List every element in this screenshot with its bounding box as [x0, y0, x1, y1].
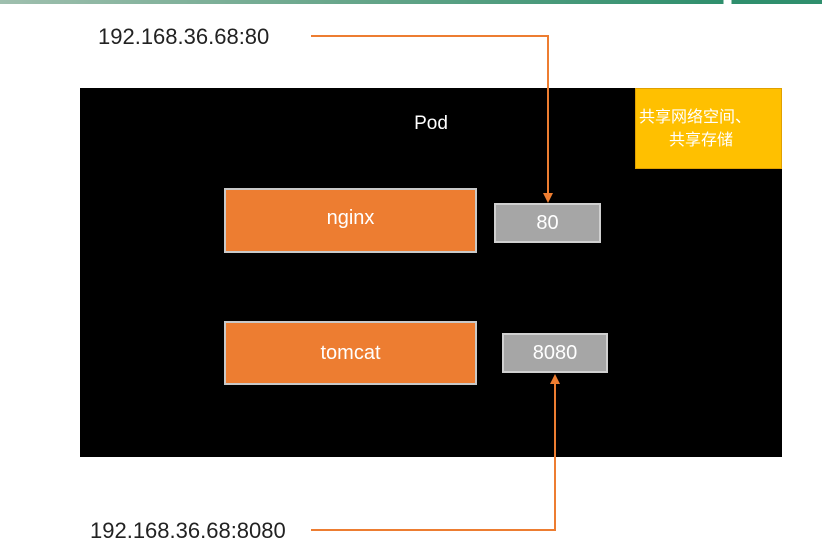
- arrow-bottom-to-port-8080: [311, 374, 560, 531]
- shared-line-1: 共享网络空间、: [639, 107, 752, 126]
- container-tomcat: tomcat: [224, 321, 477, 385]
- top-accent-bar: [0, 0, 822, 4]
- port-tomcat: 8080: [502, 333, 608, 373]
- container-nginx: nginx: [224, 188, 477, 253]
- port-nginx: 80: [494, 203, 601, 243]
- shared-line-2: 共享存储: [669, 130, 734, 149]
- address-top: 192.168.36.68:80: [98, 24, 270, 49]
- shared-resources-box: 共享网络空间、 共享存储: [635, 88, 782, 169]
- pod-label: Pod: [414, 113, 448, 134]
- address-bottom: 192.168.36.68:8080: [90, 518, 286, 543]
- arrow-top-to-port-80: [311, 35, 553, 203]
